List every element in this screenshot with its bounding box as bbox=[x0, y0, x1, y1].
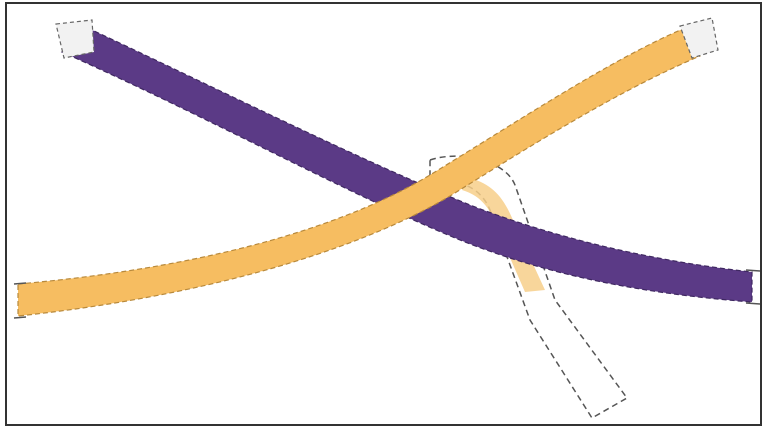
purple-strap-cut-top bbox=[746, 270, 760, 271]
purple-strap-cut-bottom bbox=[746, 303, 760, 304]
orange-strap-cut-top bbox=[14, 283, 26, 284]
orange-strap-cut-bottom bbox=[14, 317, 26, 318]
